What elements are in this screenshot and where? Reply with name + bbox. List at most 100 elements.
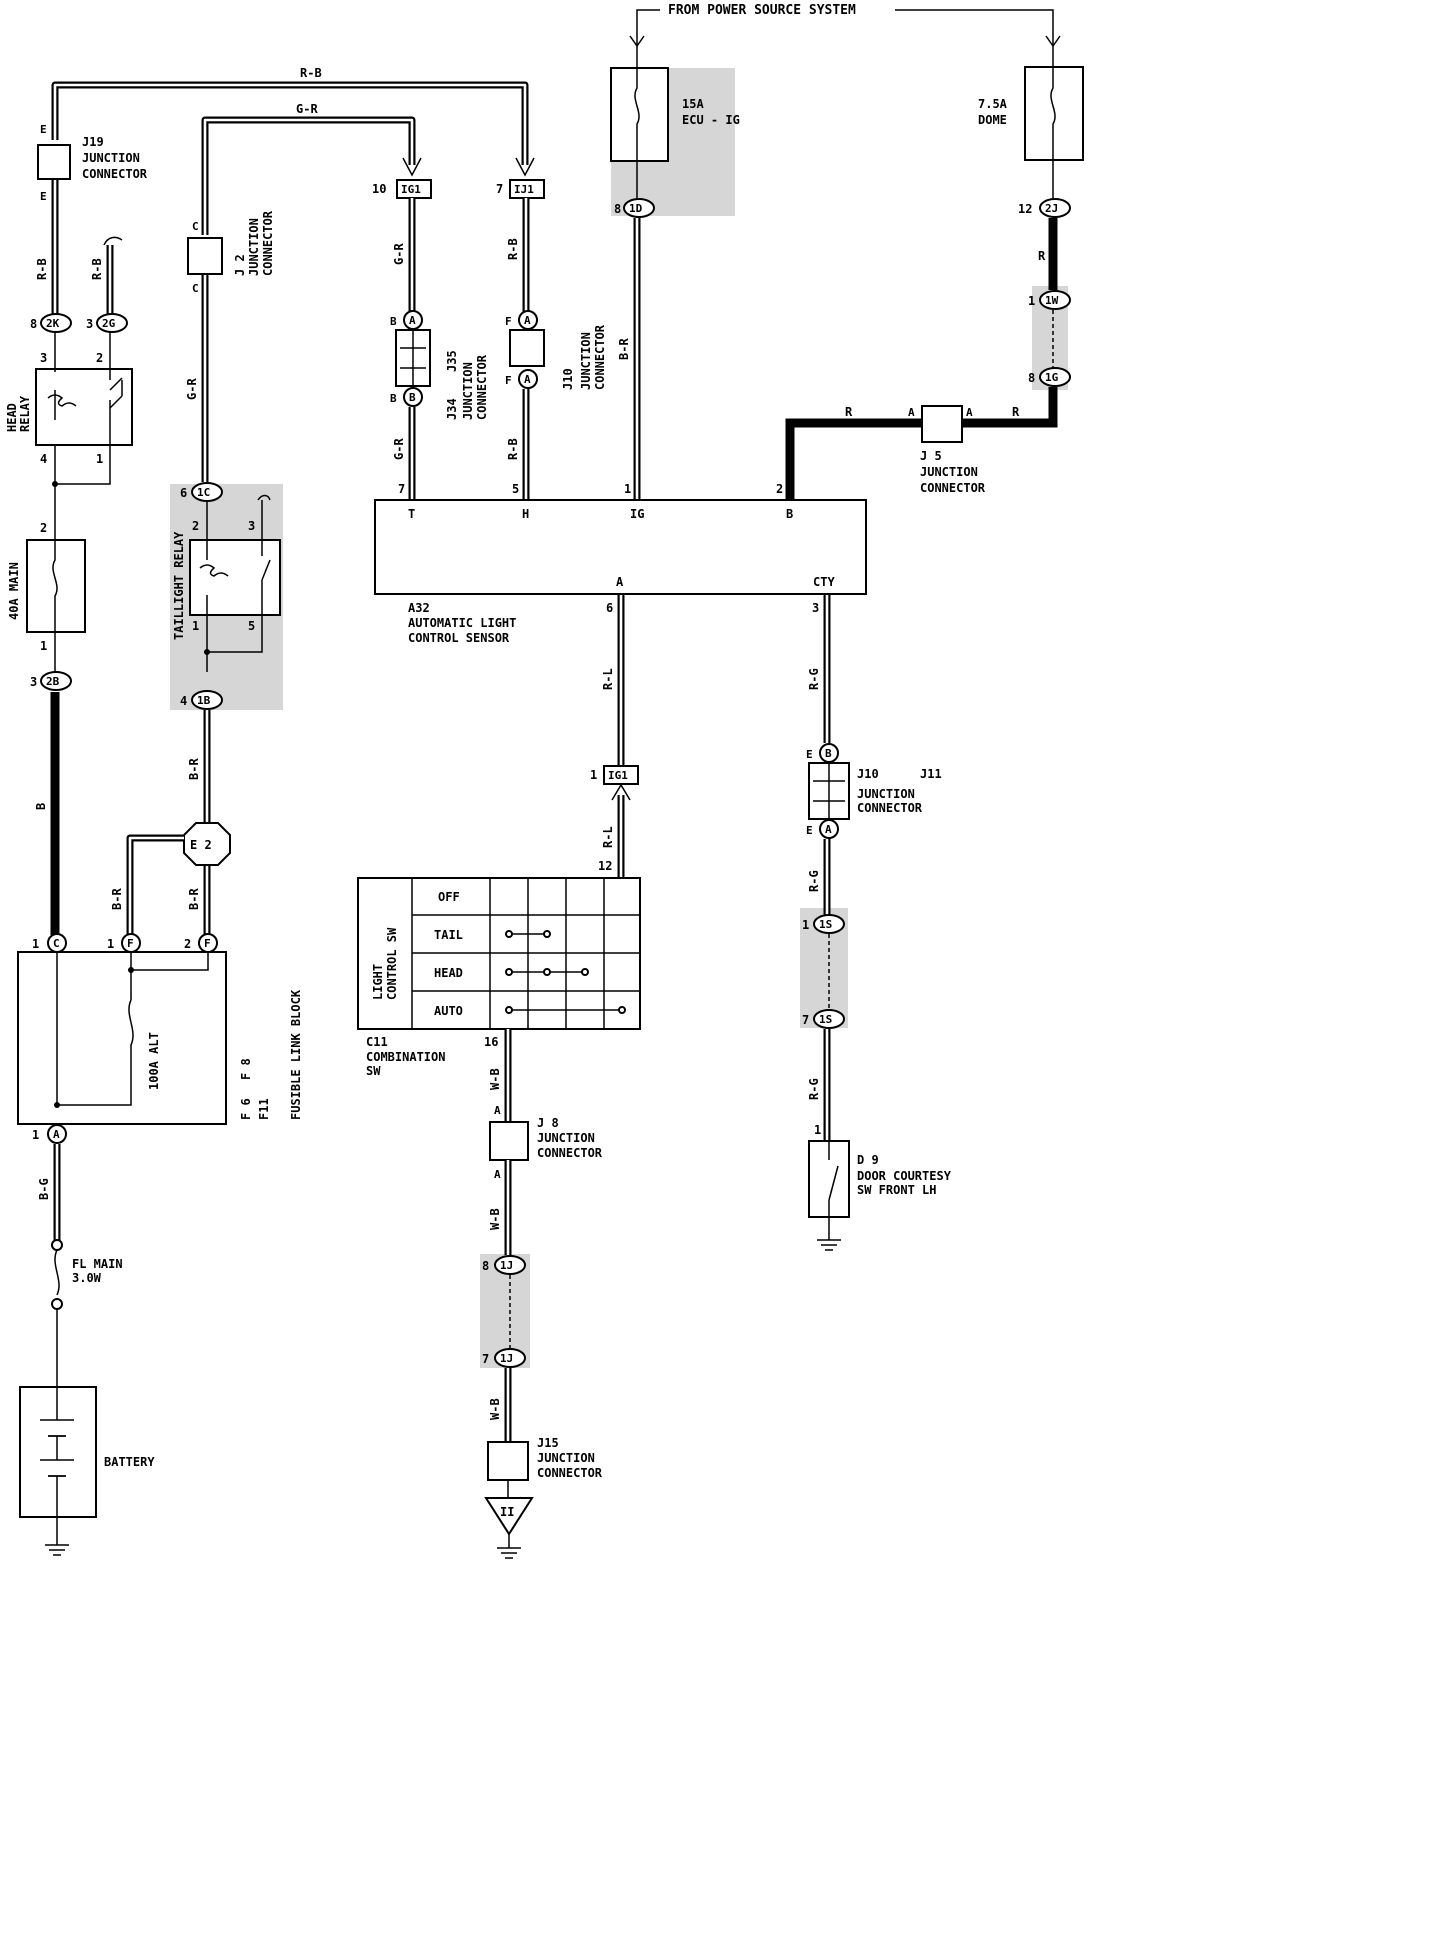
pin-12: 12 (1018, 202, 1032, 216)
pin-1: 1 (32, 1128, 39, 1142)
pin-1: 1 (96, 452, 103, 466)
connector-b (403, 387, 423, 407)
j10-label: CONNECTOR (593, 324, 607, 390)
sensor-pin-b: B (786, 507, 793, 521)
pin-2: 2 (40, 521, 47, 535)
connector-1g-label: 1G (1045, 371, 1059, 384)
head-relay (35, 368, 133, 446)
connector-1j (494, 1348, 526, 1368)
connector-1w-label: 1W (1045, 294, 1059, 307)
relay-switch-icon (109, 377, 123, 409)
ground-point-label: II (500, 1505, 514, 1519)
wire-label-r-b: R-B (35, 258, 49, 280)
wire-label-w-b: W-B (488, 1208, 502, 1230)
fusible-link-block (17, 951, 227, 1125)
relay-coil-icon (47, 394, 77, 407)
sensor-pin-cty: CTY (813, 575, 835, 589)
fusible-link-ids: F 8 (239, 1058, 253, 1080)
connector-1j-label: 1J (500, 1352, 513, 1365)
pin-3: 3 (248, 519, 255, 533)
switch-row-tail: TAIL (434, 928, 463, 942)
pin-8: 8 (1028, 371, 1035, 385)
ground-icon (817, 1239, 841, 1251)
j10-id: J10 (857, 767, 879, 781)
connector-a (819, 819, 839, 839)
j2-connector (187, 237, 223, 275)
j10-connector (509, 329, 545, 367)
fuse-dome-amp: 7.5A (978, 97, 1008, 111)
pin-1: 1 (802, 918, 809, 932)
wire-label-g-r: G-R (392, 438, 406, 460)
wire-label-r-g: R-G (807, 870, 821, 892)
wire-label-r-l: R-L (601, 826, 615, 848)
j15-id: J15 (537, 1436, 559, 1450)
pin-f: F (505, 374, 512, 387)
connector-1b (191, 690, 223, 710)
power-source-label: FROM POWER SOURCE SYSTEM (668, 3, 856, 18)
wire-label-g-r: G-R (392, 243, 406, 265)
fuse-icon (1050, 46, 1056, 160)
pin-e: E (40, 190, 47, 203)
pin-3: 3 (86, 317, 93, 331)
wire-label-r: R (1012, 405, 1020, 419)
connector-1j (494, 1255, 526, 1275)
double-arrow-icon (611, 783, 631, 801)
wire-label-r-b: R-B (506, 438, 520, 460)
wire-label-r-b-top: R-B (300, 66, 322, 80)
connector-c-label: C (53, 937, 60, 950)
connector-ig1-label: IG1 (608, 769, 628, 782)
pin-5: 5 (248, 619, 255, 633)
connector-ij1-label: IJ1 (514, 183, 534, 196)
j8-connector (489, 1121, 529, 1161)
fuse-40a-label: 40A MAIN (7, 562, 21, 620)
j34-label: CONNECTOR (475, 354, 489, 420)
connector-1s (813, 914, 845, 934)
sensor-pin-a: A (616, 575, 624, 589)
wire-g-r-top (201, 116, 416, 235)
battery (19, 1386, 97, 1518)
connector-1j-label: 1J (500, 1259, 513, 1272)
connector-2g (96, 313, 128, 333)
pin-5: 5 (512, 482, 519, 496)
wire-label-w-b: W-B (488, 1398, 502, 1420)
relay-switch-icon (261, 559, 271, 581)
j10-label: JUNCTION (579, 332, 593, 390)
pin-7: 7 (802, 1013, 809, 1027)
pin-8: 8 (482, 1259, 489, 1273)
pin-e: E (806, 748, 813, 761)
wire-b-r-branch (126, 834, 184, 935)
j19-label: CONNECTOR (82, 167, 148, 181)
head-relay-label: RELAY (18, 395, 32, 432)
fl-main-label: 3.0W (72, 1271, 102, 1285)
double-arrow-icon (515, 157, 535, 177)
ground-point-ii (484, 1497, 534, 1536)
connector-1c-label: 1C (197, 486, 210, 499)
sensor-pin-ig: IG (630, 507, 644, 521)
j5-label: JUNCTION (920, 465, 978, 479)
ground-icon (45, 1544, 69, 1556)
pin-12: 12 (598, 859, 612, 873)
connector-a (518, 369, 538, 389)
fuse-ecu-amp: 15A (682, 97, 704, 111)
pin-2: 2 (192, 519, 199, 533)
connector-b-label: B (825, 747, 832, 760)
fusible-link-ids: F 6 (239, 1098, 253, 1120)
wire-label-r-g: R-G (807, 1078, 821, 1100)
taillight-relay-label: TAILLIGHT RELAY (172, 531, 186, 640)
wire-r-to-j5 (962, 387, 1058, 428)
light-control-sw-label: CONTROL SW (385, 927, 399, 1000)
wire-break-icon (103, 236, 123, 246)
head-relay-label: HEAD (5, 403, 19, 432)
pin-4: 4 (40, 452, 47, 466)
fl-main-terminal (51, 1239, 63, 1251)
pin-16: 16 (484, 1035, 498, 1049)
pin-6: 6 (180, 486, 187, 500)
wire-label-b-r: B-R (187, 888, 201, 910)
head-relay-output (54, 445, 111, 540)
pin-a: A (908, 406, 915, 419)
sensor-name: AUTOMATIC LIGHT (408, 616, 516, 630)
pin-1: 1 (107, 937, 114, 951)
j15-label: JUNCTION (537, 1451, 595, 1465)
connector-1s-label: 1S (819, 918, 832, 931)
battery-label: BATTERY (104, 1455, 155, 1469)
